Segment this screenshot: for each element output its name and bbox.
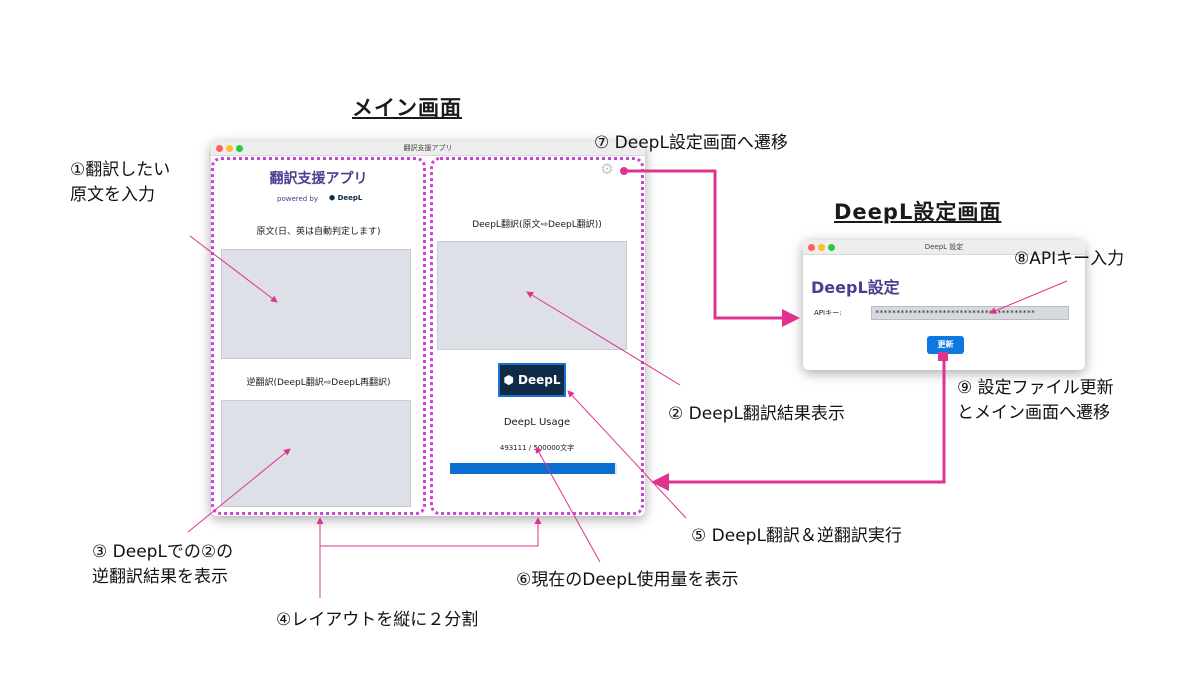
- usage-bar-fill: [450, 463, 615, 474]
- pointer-6: [535, 446, 601, 563]
- annotation-2: ② DeepL翻訳結果表示: [668, 404, 845, 424]
- flow-to-main: [651, 361, 946, 491]
- pointer-8: [989, 280, 1068, 314]
- update-button[interactable]: 更新: [927, 336, 964, 354]
- annotation-1-line2: 原文を入力: [70, 185, 155, 205]
- minimize-dot[interactable]: [226, 145, 233, 152]
- close-dot[interactable]: [808, 244, 815, 251]
- pointer-2: [526, 291, 681, 386]
- deepl-translate-button[interactable]: ⬢ DeepL: [498, 363, 566, 397]
- annotation-9-line2: とメイン画面へ遷移: [957, 403, 1110, 423]
- gear-icon[interactable]: ⚙: [600, 160, 614, 178]
- flow-update-marker: [938, 352, 948, 361]
- deepl-logo-icon: ⬢: [329, 194, 336, 202]
- main-screen-heading: メイン画面: [352, 96, 462, 120]
- deepl-translation-label: DeepL翻訳(原文⇨DeepL翻訳)): [472, 220, 602, 230]
- settings-window: DeepL 設定 DeepL設定 APIキー: ****************…: [803, 240, 1085, 370]
- powered-deepl-logo: ⬢ DeepL: [329, 194, 362, 202]
- annotation-8: ⑧APIキー入力: [1014, 249, 1125, 269]
- settings-window-titlebar: DeepL 設定: [803, 240, 1085, 255]
- app-title: 翻訳支援アプリ: [269, 171, 368, 187]
- powered-deepl-logo-text: DeepL: [337, 194, 363, 202]
- maximize-dot[interactable]: [828, 244, 835, 251]
- usage-title: DeepL Usage: [503, 417, 571, 428]
- back-translation-label: 逆翻訳(DeepL翻訳⇨DeepL再翻訳): [246, 378, 391, 388]
- pointer-5: [567, 390, 687, 519]
- api-key-label: APIキー:: [814, 309, 842, 317]
- flow-to-settings: [624, 169, 800, 327]
- main-window-titlebar: 翻訳支援アプリ: [211, 141, 645, 156]
- annotation-5: ⑤ DeepL翻訳＆逆翻訳実行: [691, 526, 902, 546]
- left-panel: [211, 157, 426, 515]
- source-textarea[interactable]: [221, 249, 411, 359]
- annotation-6: ⑥現在のDeepL使用量を表示: [516, 570, 739, 590]
- deepl-logo-icon: ⬢: [503, 373, 514, 387]
- pointer-3: [187, 448, 291, 533]
- main-window-title: 翻訳支援アプリ: [403, 144, 453, 152]
- settings-window-title: DeepL 設定: [924, 243, 964, 251]
- maximize-dot[interactable]: [236, 145, 243, 152]
- right-panel: [430, 157, 644, 515]
- usage-bar-track: [450, 463, 617, 474]
- annotation-9: ⑨ 設定ファイル更新 とメイン画面へ遷移: [957, 376, 1114, 426]
- annotation-3-line2: 逆翻訳結果を表示: [92, 567, 228, 587]
- annotation-3-line1: ③ DeepLでの②の: [92, 542, 234, 562]
- close-dot[interactable]: [216, 145, 223, 152]
- api-key-input[interactable]: **************************************: [871, 306, 1069, 320]
- annotation-1: ①翻訳したい 原文を入力: [70, 158, 170, 208]
- pointer-1: [189, 235, 278, 303]
- settings-heading: DeepL設定: [811, 278, 900, 297]
- source-label: 原文(日、英は自動判定します): [256, 227, 381, 237]
- deepl-button-label: DeepL: [518, 373, 561, 387]
- powered-by-label: powered by: [277, 195, 319, 203]
- back-translation-textarea[interactable]: [221, 400, 411, 507]
- annotation-4: ④レイアウトを縦に２分割: [276, 610, 479, 630]
- annotation-3: ③ DeepLでの②の 逆翻訳結果を表示: [92, 540, 233, 590]
- settings-screen-heading: DeepL設定画面: [834, 200, 1002, 224]
- annotation-9-line1: ⑨ 設定ファイル更新: [957, 378, 1114, 398]
- minimize-dot[interactable]: [818, 244, 825, 251]
- split-bracket: [319, 517, 542, 547]
- annotation-1-line1: ①翻訳したい: [70, 160, 171, 180]
- annotation-7: ⑦ DeepL設定画面へ遷移: [594, 133, 788, 153]
